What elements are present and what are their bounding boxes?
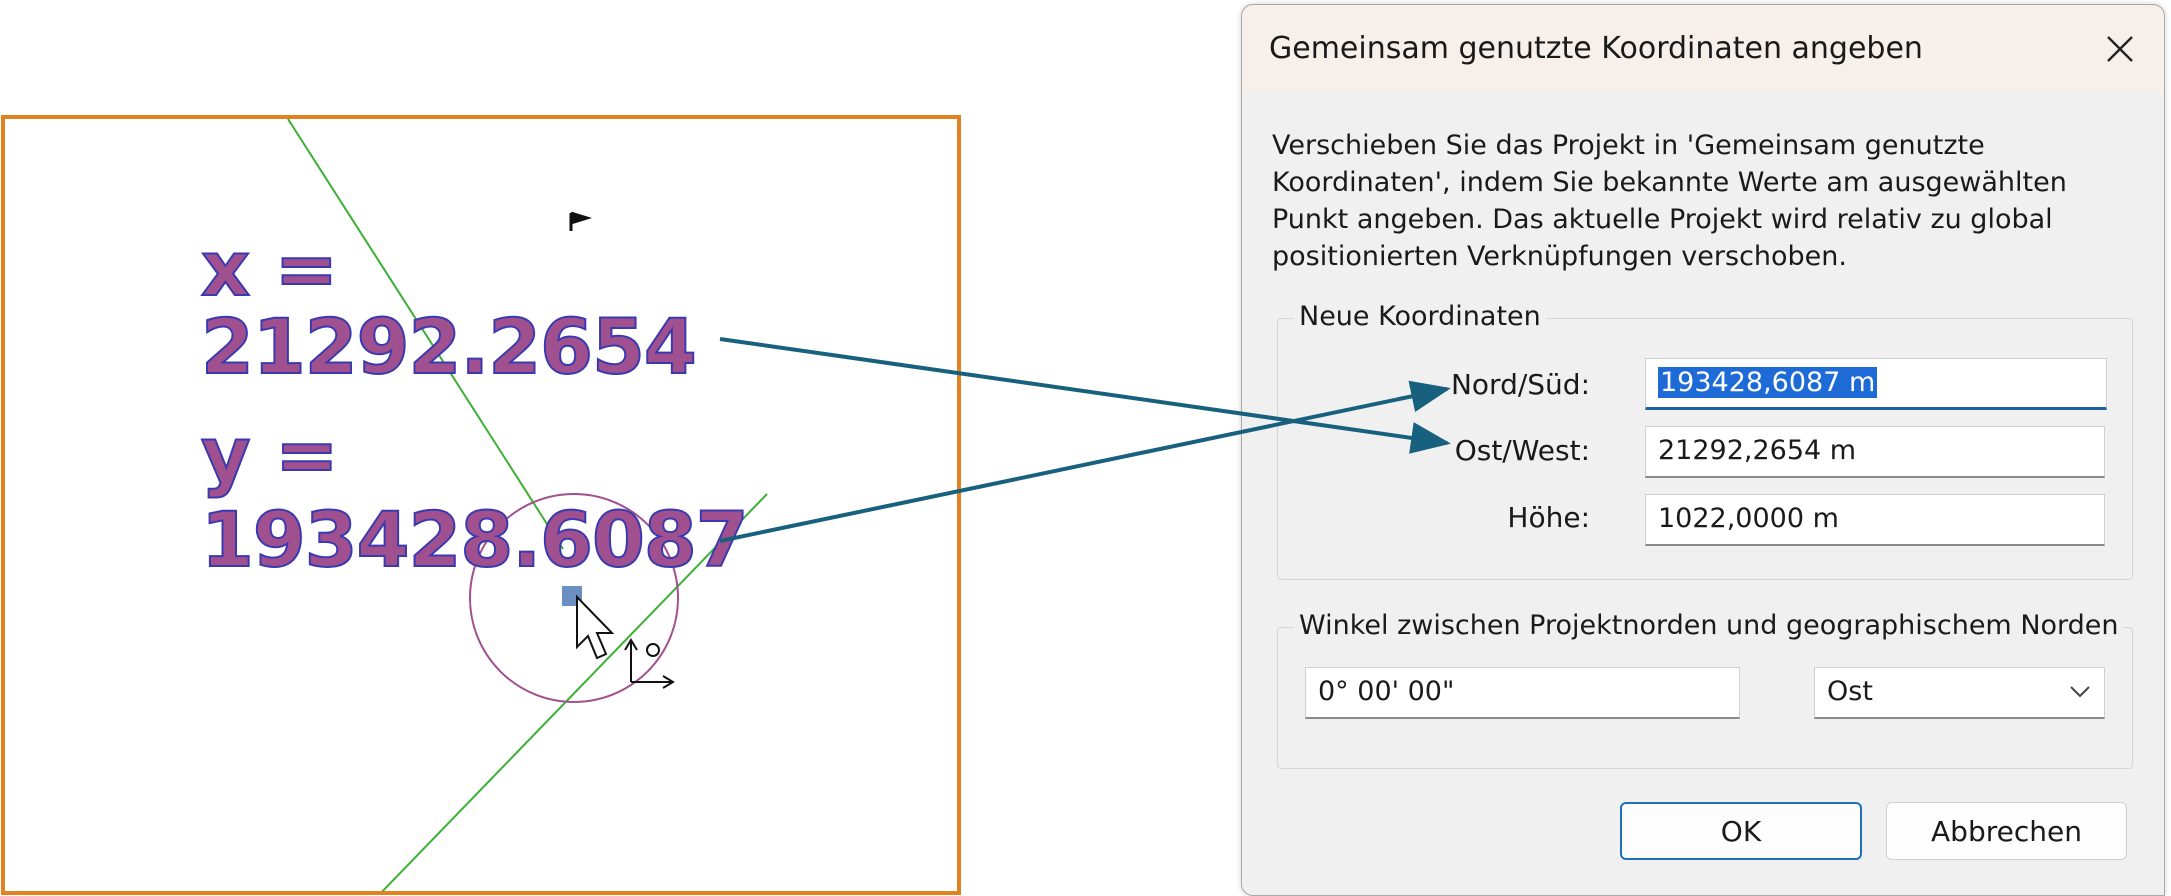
coord-value-x: 21292.2654 [200, 302, 698, 391]
axis-line-north [287, 119, 564, 550]
chevron-down-icon [2070, 686, 2090, 698]
ok-button[interactable]: OK [1620, 802, 1862, 860]
shared-coordinates-dialog: Gemeinsam genutzte Koordinaten angeben V… [1241, 4, 2165, 896]
east-west-input[interactable]: 21292,2654 m [1645, 426, 2105, 478]
direction-value: Ost [1827, 676, 1873, 707]
survey-point-circle [469, 493, 679, 703]
coord-label-y: y = [200, 410, 340, 499]
dialog-titlebar: Gemeinsam genutzte Koordinaten angeben [1242, 5, 2164, 93]
north-south-label: Nord/Süd: [1450, 368, 1590, 401]
cancel-button[interactable]: Abbrechen [1886, 802, 2127, 860]
move-axes-icon [624, 638, 675, 689]
dialog-description: Verschieben Sie das Projekt in 'Gemeinsa… [1272, 130, 2067, 272]
angle-input[interactable]: 0° 00' 00" [1305, 667, 1740, 719]
new-coordinates-legend: Neue Koordinaten [1294, 301, 1546, 332]
north-south-input[interactable]: 193428,6087 m [1645, 358, 2107, 410]
new-coordinates-group: Neue Koordinaten Nord/Süd: 193428,6087 m… [1277, 301, 2133, 580]
coord-value-y: 193428.6087 [200, 495, 750, 584]
north-south-value: 193428,6087 m [1658, 367, 1878, 398]
dialog-title: Gemeinsam genutzte Koordinaten angeben [1269, 31, 1923, 66]
cad-viewport[interactable]: x = 21292.2654 y = 193428.6087 [1, 115, 961, 895]
close-button[interactable] [2094, 23, 2146, 75]
mouse-cursor-icon [576, 594, 615, 660]
east-west-label: Ost/West: [1454, 434, 1590, 467]
flag-icon [569, 211, 593, 231]
viewport-scene [287, 119, 768, 891]
angle-group: Winkel zwischen Projektnorden und geogra… [1277, 610, 2133, 769]
elevation-label: Höhe: [1507, 501, 1590, 534]
axis-line-east [381, 493, 768, 891]
angle-legend: Winkel zwischen Projektnorden und geogra… [1294, 610, 2124, 641]
direction-dropdown[interactable]: Ost [1814, 667, 2105, 719]
coord-label-x: x = [200, 224, 339, 313]
elevation-input[interactable]: 1022,0000 m [1645, 494, 2105, 546]
close-icon [2107, 36, 2133, 62]
